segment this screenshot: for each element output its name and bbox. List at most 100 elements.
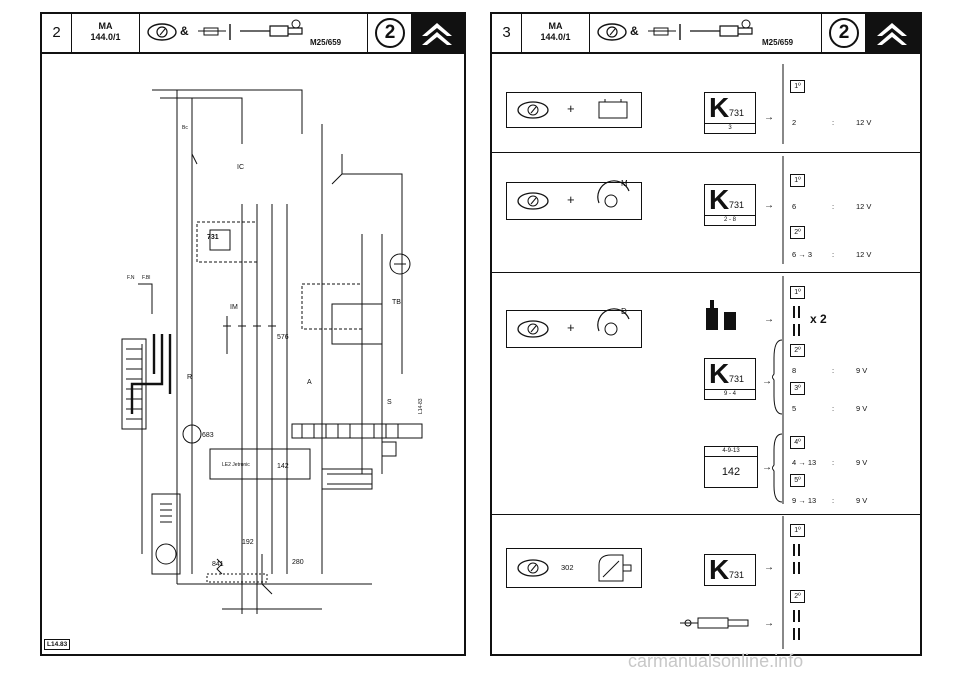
colon: : [832,202,835,211]
step-text: 9 → 13 [792,496,817,505]
chevron-logo-icon [422,23,452,45]
step-value: 9 V [856,458,868,467]
page-header: 3 MA 144.0/1 & M25/659 2 [492,14,920,54]
multiplier: x 2 [810,312,827,326]
motor-icon [597,180,630,208]
footer-code: L14.83 [44,639,71,650]
step-badge: 1º [790,174,805,187]
step-value: 12 V [856,250,872,259]
row-divider [492,272,920,273]
label-tb: TB [392,299,401,306]
label-731: 731 [207,234,219,241]
step-value: 9 V [856,366,868,375]
step-badge: 1º [790,286,805,299]
component-pins: 9 - 4 [705,389,755,399]
ref-code: M25/659 [310,38,342,47]
connector-number: 302 [561,563,574,572]
step-badge: 2º [790,226,805,239]
step-text: 2 [792,118,797,127]
arrow: → [764,112,774,123]
step-column-line [782,64,784,649]
component-number: 142 [721,466,741,478]
row-divider [492,514,920,515]
step-badge: 5º [790,474,805,487]
step-text: 8 [792,366,797,375]
test-symbols: & M25/659 [140,14,368,52]
ampersand: & [180,24,189,38]
label-s: S [387,399,392,406]
watermark: carmanualsonline.info [628,651,804,671]
label-841: 841 [212,561,224,568]
plus-sign: + [567,101,575,116]
connector-pins-icon [793,610,800,640]
colon: : [832,366,835,375]
colon: : [832,496,835,505]
model-name: MA [98,21,113,31]
page-number: 2 [42,14,72,52]
step-text: 5 [792,404,797,413]
sheet-number: 2 [829,18,859,48]
component-pins: 4-9-13 [705,447,757,457]
test-setup-row3: + D [506,307,642,348]
arrow: → [764,562,774,573]
step-value: 9 V [856,404,868,413]
colon: : [832,118,835,127]
sheet-number: 2 [375,18,405,48]
component-number: 731 [729,374,745,384]
step-badge: 1º [790,80,805,93]
bracket [772,339,783,415]
motor-icon [597,308,630,336]
arrow: → [764,200,774,211]
step-badge: 4º [790,436,805,449]
label-683: 683 [202,432,214,439]
multimeter-icon [147,19,303,41]
label-a: A [307,379,312,386]
arrow: → [764,314,774,325]
label-fn: F.N [127,275,135,281]
colon: : [832,404,835,413]
label-lez: LE2 Jetronic [222,462,250,468]
label-192: 192 [242,539,254,546]
battery-icon [598,99,628,119]
connector-plug-icon [706,300,736,330]
multimeter-icon [597,19,753,41]
step-value: 12 V [856,202,872,211]
step-value: 12 V [856,118,872,127]
component-number: 731 [729,108,745,118]
arrow: → [762,462,772,473]
sheet-cell: 2 [822,14,866,52]
bracket [772,433,783,503]
label-ic: IC [237,164,244,171]
label-bc: Bc [182,125,188,131]
motor-letter: M [621,179,628,188]
page-number: 3 [492,14,522,52]
test-setup-row1: + [506,92,642,128]
sheet-cell: 2 [368,14,412,52]
motor-letter: D [621,307,627,316]
label-r: R [187,374,192,381]
arrow: → [762,376,772,387]
connector-pins-icon [793,306,800,336]
step-value: 9 V [856,496,868,505]
model-block: MA 144.0/1 [72,14,140,52]
model-name: MA [548,21,563,31]
label-280: 280 [292,559,304,566]
wiring-schematic: 731 576 683 LE2 Jetronic 142 192 841 280… [121,89,424,614]
component-pins: 3 [705,123,755,133]
label-l1443: L14-83 [418,398,424,414]
step-badge: 2º [790,590,805,603]
row-divider [492,152,920,153]
model-code: 144.0/1 [540,32,571,42]
multimeter-icon [517,101,549,119]
label-fbl: F.Bl [142,275,150,281]
multimeter-icon [517,320,549,338]
component-number: 731 [729,570,745,580]
step-badge: 1º [790,524,805,537]
model-block: MA 144.0/1 [522,14,590,52]
step-text: 4 → 13 [792,458,817,467]
step-badge: 2º [790,344,805,357]
colon: : [832,250,835,259]
